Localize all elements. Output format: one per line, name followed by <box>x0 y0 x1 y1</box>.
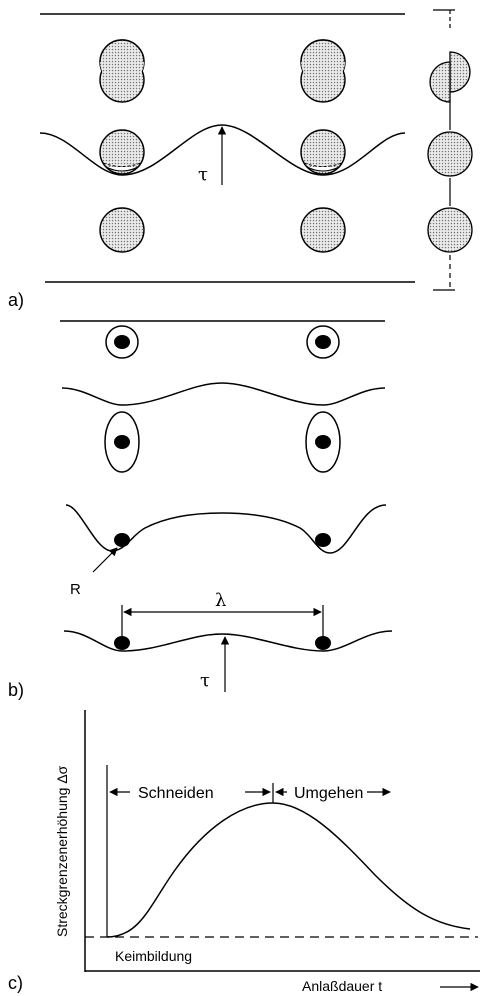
dislocation-line-b2 <box>65 504 387 554</box>
y-axis-label: Streckgrenzenerhöhung Δσ <box>54 765 70 937</box>
x-axis-label: Anlaßdauer t <box>302 978 382 994</box>
particle-left <box>99 207 145 253</box>
dislocation-line-b1 <box>61 382 386 406</box>
dislocation-line-b3 <box>63 630 393 652</box>
precipitate <box>114 335 130 349</box>
panel-b: R λ τ b) <box>8 320 393 700</box>
panel-c: Schneiden Umgehen Keimbildung Streckgren… <box>8 710 480 994</box>
cutting-label: Schneiden <box>138 785 214 802</box>
cut-particle-left <box>99 129 145 175</box>
tau-label-a: τ <box>198 164 208 185</box>
panel-a: τ a) <box>8 9 473 310</box>
precipitate <box>114 636 130 650</box>
r-label: R <box>70 581 81 598</box>
nucleation-label: Keimbildung <box>115 948 192 964</box>
strength-curve <box>106 802 471 938</box>
panel-a-label: a) <box>8 290 24 310</box>
precipitate <box>315 636 331 650</box>
lambda-label: λ <box>215 590 226 611</box>
cut-particle-right <box>300 129 346 175</box>
precipitate <box>114 435 130 449</box>
particle-right <box>300 207 346 253</box>
precipitate <box>315 533 331 547</box>
precipitate <box>315 335 331 349</box>
tau-label-b: τ <box>200 670 210 691</box>
panel-b-label: b) <box>8 680 24 700</box>
dislocation-line-a <box>39 124 406 176</box>
r-pointer <box>92 547 118 573</box>
sheared-particle-right <box>300 39 346 103</box>
precipitate <box>315 435 331 449</box>
panel-c-label: c) <box>8 973 23 993</box>
side-view <box>427 9 473 291</box>
bypassing-label: Umgehen <box>294 785 363 802</box>
sheared-particle-left <box>99 39 145 103</box>
precipitate <box>114 533 130 547</box>
